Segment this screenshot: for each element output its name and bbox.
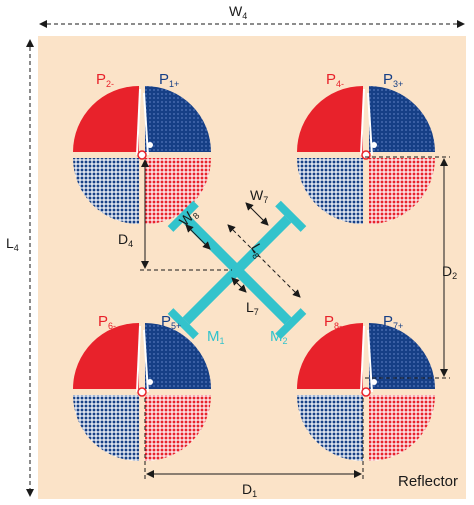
- label-p1: P1+: [159, 71, 179, 89]
- petal-slot: [136, 325, 141, 393]
- dim-w8: [185, 224, 211, 250]
- feed-via: [371, 142, 377, 148]
- dipole-br: [297, 323, 435, 461]
- petal-lower-right-dotted-red: [145, 158, 211, 224]
- reflector-label: Reflector: [398, 473, 458, 490]
- petal-slot: [136, 88, 141, 156]
- petal-lower-right-dotted-red: [369, 395, 435, 461]
- feed-point: [137, 150, 147, 160]
- label-d2: D2: [442, 263, 457, 281]
- petal-lower-left-dotted-blue: [297, 395, 363, 461]
- feed-point: [137, 387, 147, 397]
- petal-upper-right-blue: [369, 323, 435, 389]
- label-w8: W8: [176, 205, 202, 231]
- label-p3: P3+: [383, 71, 403, 89]
- label-l4: L4: [6, 235, 19, 253]
- feed-via: [371, 379, 377, 385]
- label-p7: P7+: [383, 313, 403, 331]
- label-p8: P8-: [324, 313, 342, 331]
- dipole-tl: [73, 86, 211, 224]
- petal-lower-right-dotted-red: [145, 395, 211, 461]
- feed-point: [361, 150, 371, 160]
- petal-slot: [360, 325, 365, 393]
- dim-l8: [227, 224, 301, 298]
- dim-d4: [140, 159, 232, 271]
- label-p4: P4-: [326, 71, 344, 89]
- petal-upper-right-blue: [145, 323, 211, 389]
- petal-lower-left-dotted-blue: [73, 395, 139, 461]
- feed-via: [147, 379, 153, 385]
- dim-w7: [245, 202, 269, 226]
- petal-lower-right-dotted-red: [369, 158, 435, 224]
- dipole-bl: [73, 323, 211, 461]
- petal-lower-left-dotted-blue: [297, 158, 363, 224]
- label-d1: D1: [242, 481, 257, 499]
- label-w4: W4: [229, 3, 247, 21]
- label-p5: P5+: [161, 313, 181, 331]
- feed-via: [147, 142, 153, 148]
- dim-d1: [144, 398, 364, 482]
- feed-point: [361, 387, 371, 397]
- label-w7: W7: [250, 187, 268, 205]
- petal-upper-right-blue: [369, 86, 435, 152]
- petal-slot: [360, 88, 365, 156]
- label-m2: M2: [270, 328, 288, 346]
- petal-upper-left-red: [73, 86, 139, 152]
- petal-upper-left-red: [297, 323, 363, 389]
- label-m1: M1: [207, 328, 225, 346]
- label-d4: D4: [118, 231, 133, 249]
- dim-d2: [365, 156, 450, 379]
- petal-upper-left-red: [297, 86, 363, 152]
- petal-lower-left-dotted-blue: [73, 158, 139, 224]
- label-p6: P6-: [98, 313, 116, 331]
- dipole-tr: [297, 86, 435, 224]
- label-p2: P2-: [96, 71, 114, 89]
- petal-upper-right-blue: [145, 86, 211, 152]
- petal-upper-left-red: [73, 323, 139, 389]
- dim-l7: [231, 277, 247, 293]
- label-l7: L7: [246, 299, 259, 317]
